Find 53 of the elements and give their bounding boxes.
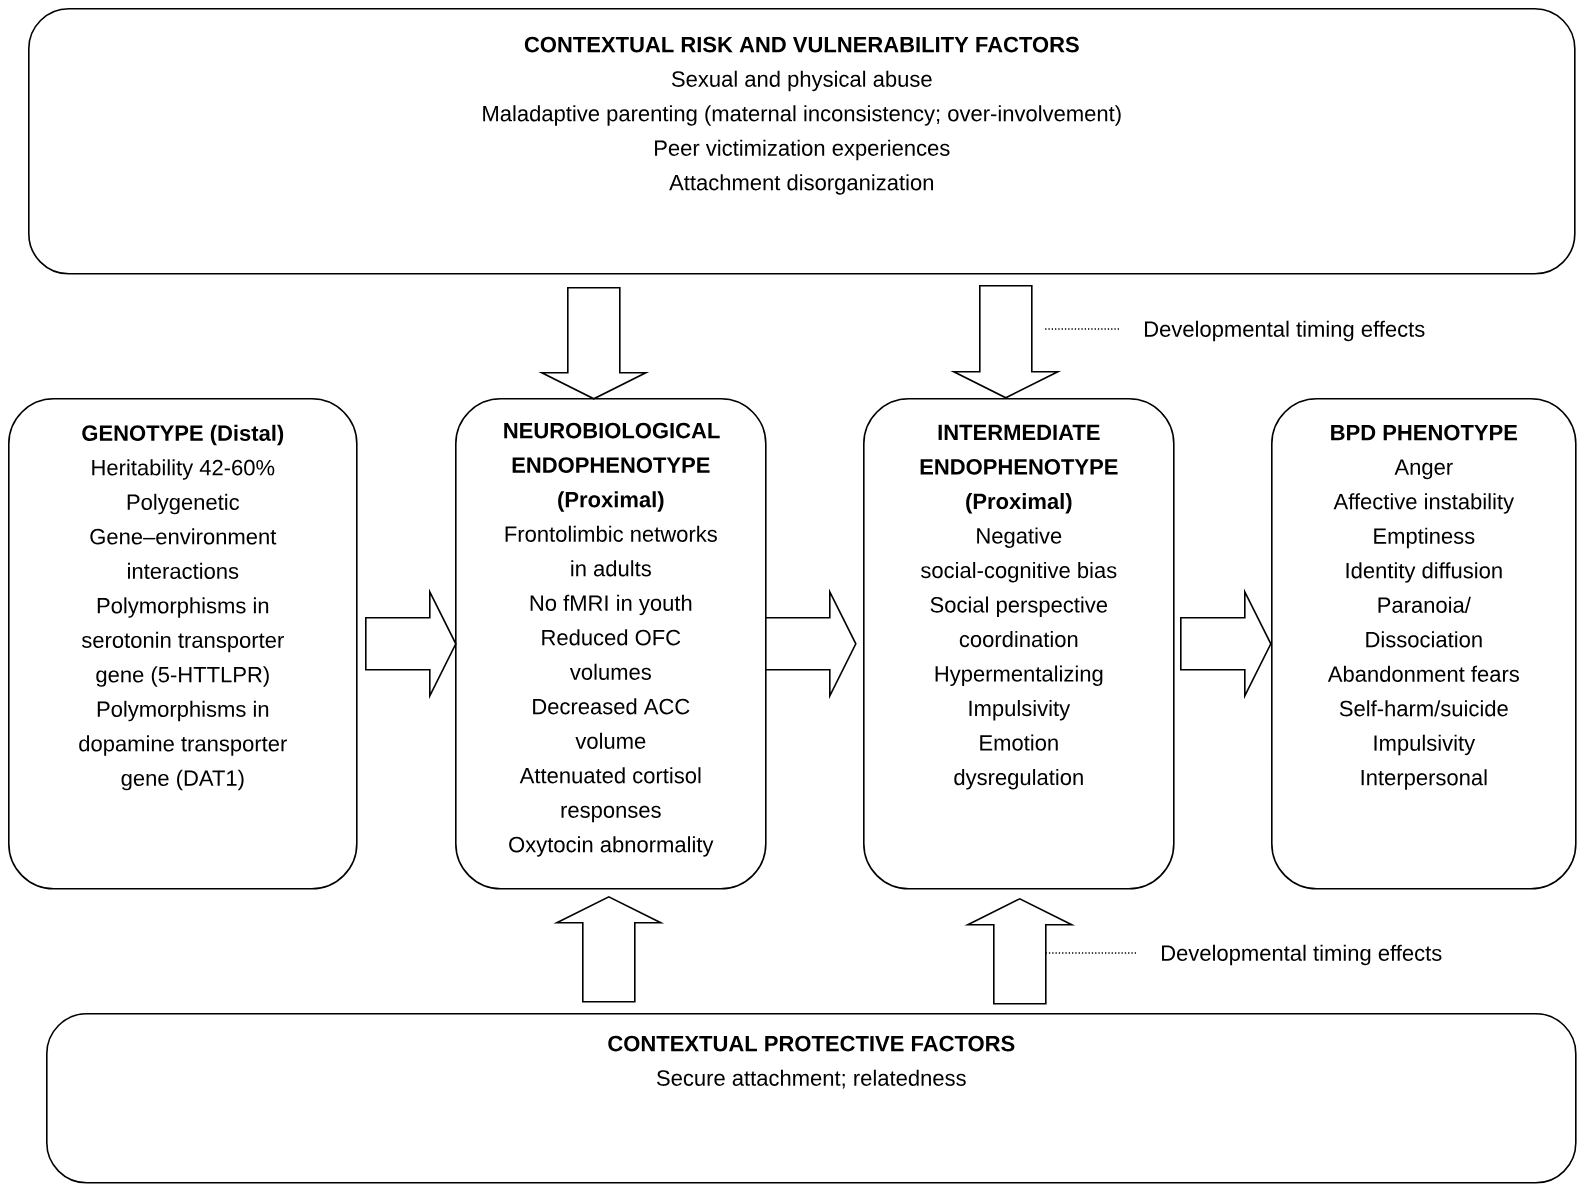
factor-text: Impulsivity bbox=[1374, 734, 1476, 756]
factor-text: Maladaptive parenting (maternal inconsistency; over-involvement) bbox=[483, 105, 1121, 126]
factor-text: Oxytocin abnormality bbox=[509, 836, 714, 857]
factor-text: Polygenetic bbox=[127, 493, 240, 515]
factor-box bbox=[28, 8, 1576, 275]
factor-text: Gene–environment interactions bbox=[90, 528, 277, 579]
block-arrow bbox=[964, 897, 1076, 1005]
factor-text: Reduced OFC volumes bbox=[542, 629, 681, 680]
block-arrow bbox=[553, 895, 665, 1003]
factor-text: Identity diffusion bbox=[1346, 562, 1502, 583]
factor-text: Emptiness bbox=[1374, 527, 1475, 549]
factor-text: Sexual and physical abuse bbox=[671, 70, 932, 92]
factor-text: No fMRI in youth bbox=[530, 594, 692, 616]
factor-text: Abandonment fears bbox=[1327, 665, 1519, 682]
factor-text: Hypermentalizing bbox=[935, 665, 1103, 686]
leader-line bbox=[1045, 952, 1137, 954]
factor-text: Impulsivity bbox=[969, 700, 1071, 721]
box-heading: BPD PHENOTYPE bbox=[1331, 424, 1518, 441]
annotation-text: Developmental timing effects bbox=[1162, 944, 1442, 966]
factor-text: Negative social-cognitive bias bbox=[921, 527, 1117, 583]
box-heading: NEUROBIOLOGICAL ENDOPHENOTYPE (Proximal) bbox=[504, 422, 720, 512]
factor-text: Decreased ACC volume bbox=[533, 698, 690, 749]
factor-text: Anger bbox=[1394, 459, 1453, 480]
block-arrow bbox=[1180, 588, 1272, 700]
box-heading: GENOTYPE (Distal) bbox=[82, 424, 284, 446]
factor-text: Interpersonal bbox=[1361, 769, 1487, 790]
stage-box bbox=[863, 398, 1175, 890]
block-arrow bbox=[950, 285, 1062, 399]
factor-text: Polymorphisms in serotonin transporter gene (5-HTTLPR) bbox=[81, 597, 284, 687]
box-heading: INTERMEDIATE ENDOPHENOTYPE (Proximal) bbox=[920, 424, 1118, 514]
annotation-text: Developmental timing effects bbox=[1145, 320, 1425, 342]
leader-line bbox=[1043, 328, 1120, 330]
factor-text: Heritability 42-60% bbox=[92, 459, 275, 480]
factor-text: Attachment disorganization bbox=[669, 174, 933, 195]
stage-box bbox=[455, 398, 767, 890]
block-arrow bbox=[765, 588, 857, 700]
factor-text: Self-harm/suicide bbox=[1339, 700, 1508, 717]
box-heading: CONTEXTUAL RISK AND VULNERABILITY FACTORS bbox=[524, 36, 1079, 53]
factor-text: Polymorphisms in dopamine transporter gene (DAT1) bbox=[79, 700, 287, 791]
block-arrow bbox=[538, 287, 650, 400]
box-heading: CONTEXTUAL PROTECTIVE FACTORS bbox=[608, 1035, 1015, 1052]
factor-text: Secure attachment; relatedness bbox=[657, 1069, 966, 1089]
factor-text: Paranoia/ Dissociation bbox=[1366, 596, 1482, 648]
factor-text: Affective instability bbox=[1333, 493, 1514, 514]
stage-box bbox=[1271, 398, 1577, 890]
factor-text: Social perspective coordination bbox=[930, 596, 1108, 648]
factor-text: Emotion dysregulation bbox=[954, 734, 1083, 790]
factor-text: Frontolimbic networks in adults bbox=[505, 525, 717, 577]
factor-box bbox=[46, 1013, 1577, 1184]
factor-text: Attenuated cortisol responses bbox=[519, 767, 701, 823]
factor-text: Peer victimization experiences bbox=[655, 139, 950, 161]
stage-box bbox=[8, 398, 358, 890]
block-arrow bbox=[365, 588, 457, 700]
